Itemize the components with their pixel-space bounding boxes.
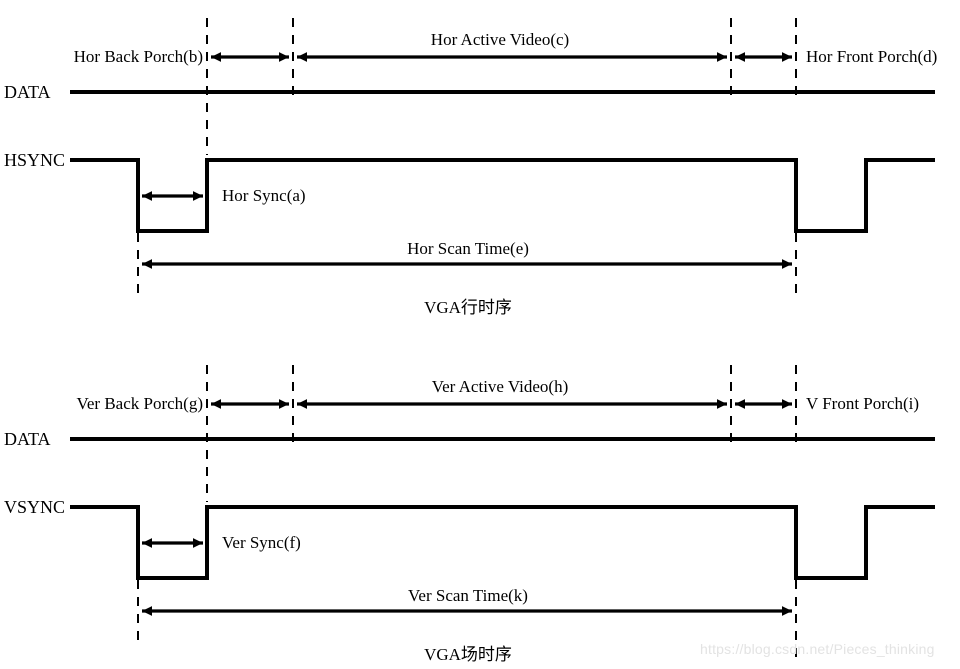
ver-dashed-guides [137,365,797,660]
ver-active-video-label: Ver Active Video(h) [431,377,569,396]
hor-front-porch-label: Hor Front Porch(d) [806,47,938,66]
vertical-section-caption: VGA场时序 [424,645,512,664]
horizontal-section-caption: VGA行时序 [424,298,512,317]
vsync-signal-label: VSYNC [4,497,66,517]
ver-sync-label: Ver Sync(f) [222,533,301,552]
hor-dashed-guides [137,18,797,297]
ver-scan-time-label: Ver Scan Time(k) [408,586,528,605]
hsync-signal-label: HSYNC [4,150,66,170]
ver-data-signal-label: DATA [4,429,51,449]
horizontal-timing-group [70,18,935,297]
hor-active-video-label: Hor Active Video(c) [430,30,570,49]
vsync-waveform [70,505,935,580]
hor-sync-label: Hor Sync(a) [222,186,306,205]
hor-back-porch-label: Hor Back Porch(b) [73,47,203,66]
hor-scan-time-label: Hor Scan Time(e) [407,239,529,258]
ver-front-porch-label: V Front Porch(i) [806,394,920,413]
hor-data-signal-label: DATA [4,82,51,102]
ver-back-porch-label: Ver Back Porch(g) [76,394,203,413]
vertical-timing-group [70,365,935,660]
hsync-waveform [70,158,935,233]
csdn-watermark: https://blog.csdn.net/Pieces_thinking [700,641,935,657]
